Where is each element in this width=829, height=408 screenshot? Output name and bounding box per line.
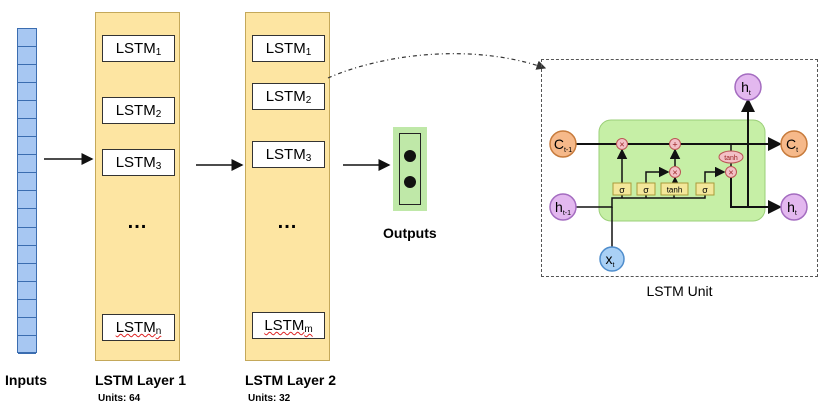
forget-multiply-op: [616, 138, 628, 150]
input-multiply-op: [669, 166, 681, 178]
input-cell: [18, 155, 36, 174]
svg-text:tanh: tanh: [667, 186, 683, 195]
input-cell: [18, 246, 36, 264]
svg-text:ht: ht: [787, 199, 797, 217]
inputs-label: Inputs: [5, 372, 47, 388]
forget-gate: [612, 182, 632, 196]
layer1-cell-3: LSTM3: [102, 149, 175, 176]
svg-text:σ: σ: [619, 185, 625, 195]
lstm-layer-2: LSTM1 LSTM2 LSTM3 ... LSTMm: [245, 12, 330, 361]
input-cell: [18, 318, 36, 336]
input-gate-out: [645, 166, 670, 183]
output-gate-out: [704, 166, 726, 183]
input-cell: [18, 300, 36, 318]
input-cell: [18, 83, 36, 102]
svg-text:Ct: Ct: [786, 136, 798, 154]
tanh-op: [718, 150, 744, 164]
input-sequence-column: [17, 28, 37, 354]
layer2-cell-2: LSTM2: [252, 83, 325, 110]
output-vector: [399, 133, 421, 205]
lstm-unit-label: LSTM Unit: [646, 283, 713, 299]
svg-text:+: +: [672, 140, 677, 150]
input-cell: [18, 282, 36, 300]
input-gate: [636, 182, 656, 196]
input-cell: [18, 191, 36, 210]
output-dot: [404, 176, 416, 188]
layer2-units: Units: 32: [248, 393, 291, 404]
output-node-box: [393, 127, 427, 211]
h-next-node-top: [734, 73, 762, 101]
outputs-label: Outputs: [383, 225, 437, 241]
layer2-ellipsis: ...: [277, 211, 298, 233]
input-cell: [18, 173, 36, 192]
svg-text:Ct-1: Ct-1: [554, 136, 572, 154]
lstm-layer-1: LSTM1 LSTM2 LSTM3 ... LSTMn: [95, 12, 180, 361]
layer2-cell-3: LSTM3: [252, 141, 325, 168]
lstm-cell-body: [598, 119, 766, 222]
input-cell: [18, 101, 36, 120]
input-cell: [18, 119, 36, 138]
input-cell: [18, 264, 36, 282]
output-dot: [404, 150, 416, 162]
candidate-gate: [660, 182, 689, 196]
svg-text:tanh: tanh: [724, 155, 738, 162]
layer1-ellipsis: ...: [127, 211, 148, 233]
layer1-cell-n: LSTMn: [102, 314, 175, 341]
add-op: [669, 138, 681, 150]
layer2-cell-1: LSTM1: [252, 35, 325, 62]
input-cell: [18, 29, 36, 48]
input-cell: [18, 65, 36, 84]
layer1-units: Units: 64: [98, 393, 141, 404]
svg-text:×: ×: [672, 168, 677, 178]
output-gate: [695, 182, 715, 196]
svg-text:σ: σ: [702, 185, 708, 195]
layer1-cell-1: LSTM1: [102, 35, 175, 62]
output-multiply-op: [725, 166, 737, 178]
layer1-cell-2: LSTM2: [102, 97, 175, 124]
input-cell: [18, 137, 36, 156]
input-cell: [18, 336, 36, 354]
c-prev-node: [549, 130, 577, 158]
svg-text:×: ×: [728, 168, 733, 178]
input-cell: [18, 228, 36, 246]
x-input-node: [599, 246, 625, 272]
layer1-title: LSTM Layer 1: [95, 372, 187, 388]
layer2-title: LSTM Layer 2: [245, 372, 337, 388]
svg-text:σ: σ: [643, 185, 649, 195]
input-cell: [18, 209, 36, 228]
c-next-node: [780, 130, 808, 158]
layer2-cell-m: LSTMm: [252, 312, 325, 339]
input-cell: [18, 47, 36, 66]
h-output-path: [730, 178, 782, 214]
dashed-zoom-arrow: [327, 53, 547, 79]
svg-text:ht: ht: [741, 79, 751, 97]
svg-text:xt: xt: [606, 251, 615, 269]
lstm-unit-panel: [541, 59, 818, 277]
svg-text:×: ×: [619, 140, 624, 150]
h-next-node-right: [780, 193, 808, 221]
h-prev-node: [549, 193, 577, 221]
svg-text:ht-1: ht-1: [555, 199, 571, 217]
